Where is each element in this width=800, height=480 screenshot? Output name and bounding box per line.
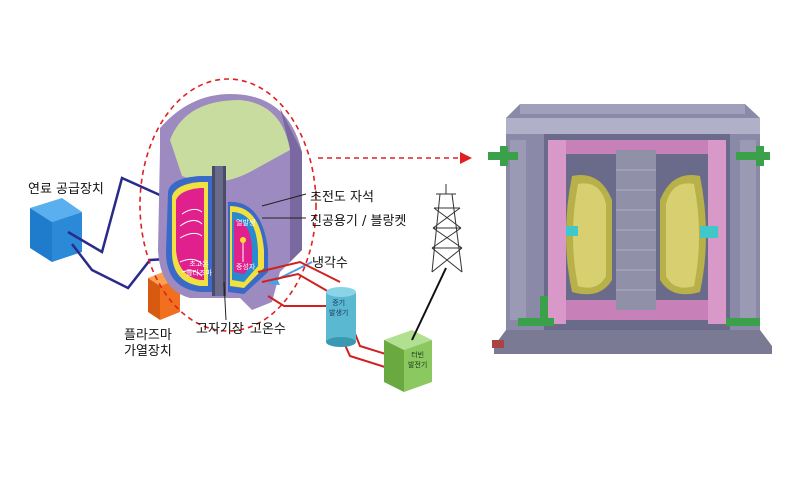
label-cooling-water: 냉각수	[312, 256, 348, 271]
label-superconducting-magnet: 초전도 자석	[310, 190, 374, 205]
label-neutron: 중성자	[236, 263, 256, 271]
label-plasma-heating: 플라즈마 가열장치	[124, 328, 172, 359]
reactor-cutaway	[158, 93, 302, 310]
turbine-generator	[384, 330, 432, 392]
label-turbine-generator: 터빈 발전기	[408, 351, 428, 369]
label-hot-water: 고온수	[250, 322, 286, 337]
focus-dashed-ellipse	[139, 78, 317, 332]
steam-generator	[326, 287, 356, 347]
label-high-temp-plasma: 초고온 플라즈마	[186, 260, 212, 277]
label-heat-generation: 열발생	[236, 219, 256, 227]
fuel-supply-unit	[30, 198, 82, 262]
dashed-arrow	[318, 152, 472, 164]
iter-tokamak-cutaway-image	[488, 104, 772, 354]
label-leaders	[223, 193, 307, 321]
hot-water-pipes	[257, 260, 393, 369]
label-magnetic-field: 고자기장	[196, 322, 244, 337]
label-vacuum-vessel-blanket: 진공용기 / 블랑켓	[310, 214, 407, 229]
transmission-tower	[431, 184, 463, 273]
label-steam-generator: 증기 발생기	[329, 299, 349, 317]
label-fuel-supply: 연료 공급장치	[28, 182, 104, 197]
power-line	[411, 267, 447, 341]
